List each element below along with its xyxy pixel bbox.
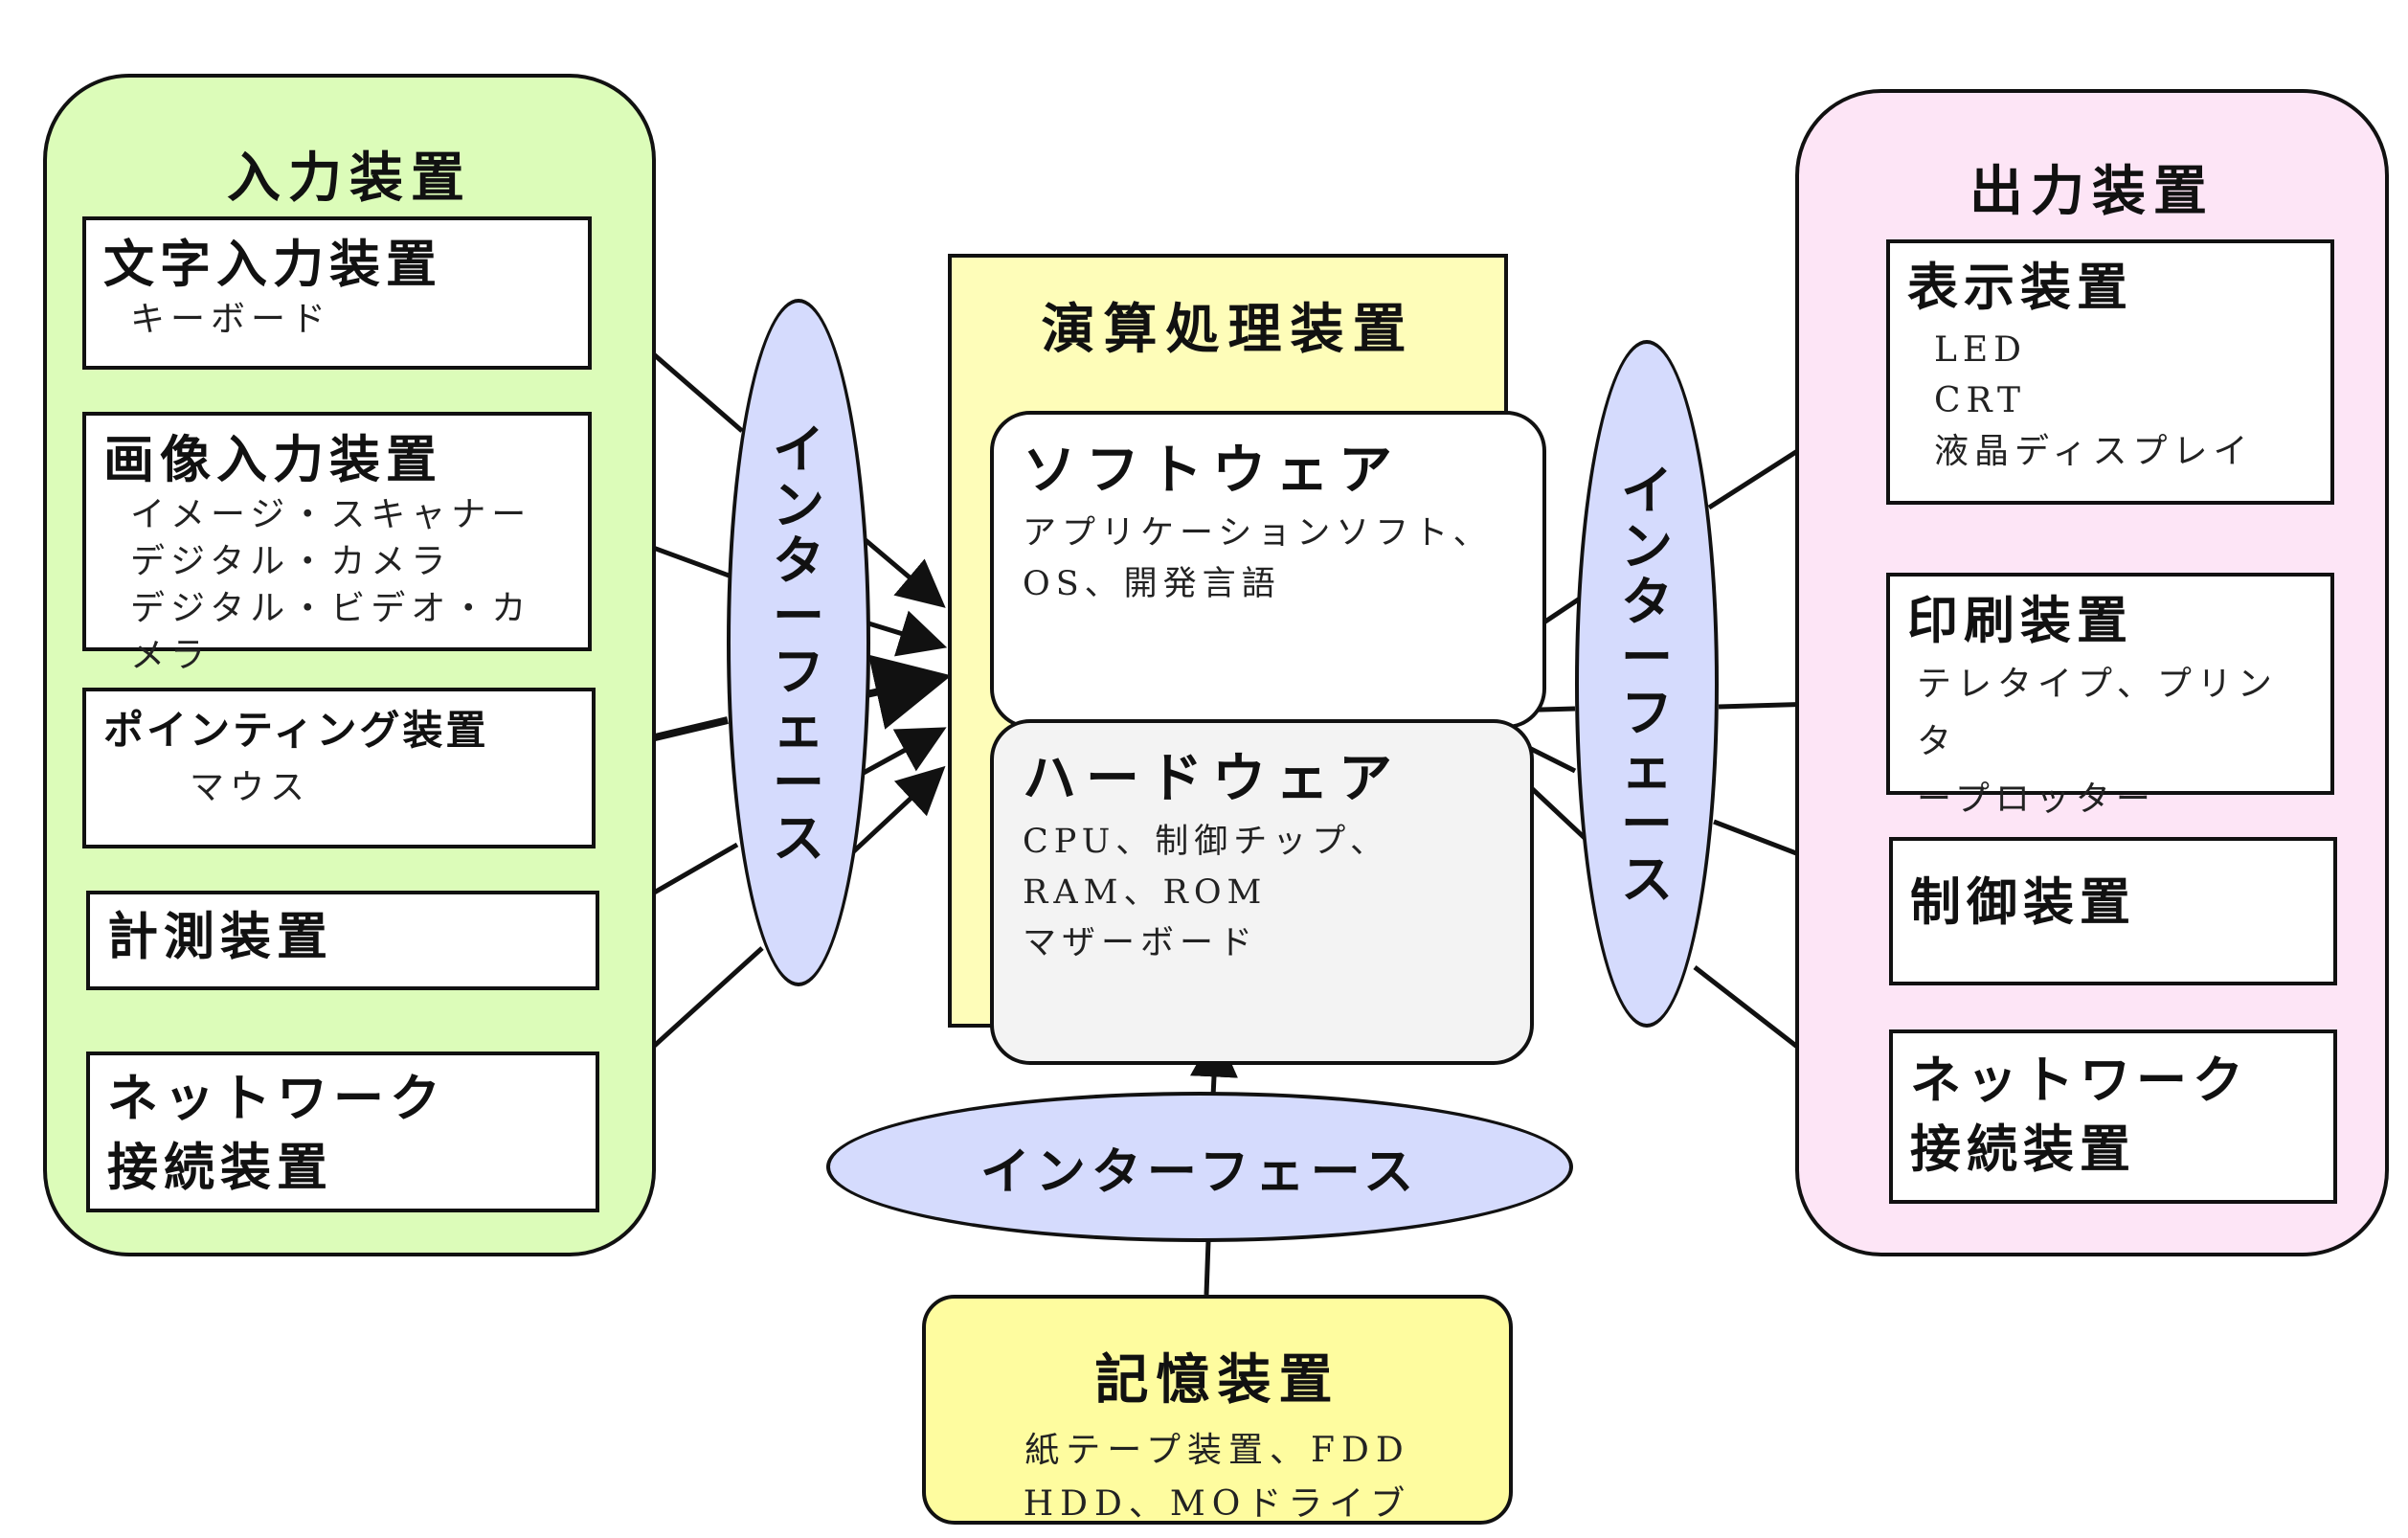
software-lines: アプリケーションソフト、 OS、開発言語 bbox=[1023, 509, 1514, 610]
hardware-title: ハードウェア bbox=[1023, 748, 1402, 810]
connector-memory-to-interface bbox=[1204, 1240, 1211, 1296]
control-device-box: 制御装置 bbox=[1889, 837, 2337, 985]
output-network-title-line1: ネットワーク bbox=[1910, 1052, 2249, 1110]
image-input-title: 画像入力装置 bbox=[103, 431, 442, 489]
software-box: ソフトウェア アプリケーションソフト、 OS、開発言語 bbox=[990, 411, 1546, 729]
output-network-device-box: ネットワーク 接続装置 bbox=[1889, 1029, 2337, 1204]
input-interface-ellipse: イ ン タ ー フ ェ ー ス bbox=[727, 299, 870, 986]
pointing-title: ポインティング装置 bbox=[103, 707, 489, 754]
printing-line: ープロッター bbox=[1917, 779, 2156, 819]
interface-char: フ bbox=[773, 642, 824, 702]
display-lines: LED CRT 液晶ディスプレイ bbox=[1907, 325, 2313, 477]
measuring-device-box: 計測装置 bbox=[86, 891, 599, 990]
output-network-title-line2: 接続装置 bbox=[1910, 1120, 2136, 1179]
interface-char: タ bbox=[773, 531, 824, 591]
display-line: LED bbox=[1934, 329, 2028, 370]
hardware-line: マザーボード bbox=[1023, 923, 1259, 962]
printing-lines: テレタイプ、プリンタ ープロッター bbox=[1907, 656, 2313, 828]
memory-line: 紙テープ装置、FDD bbox=[1024, 1431, 1410, 1470]
memory-device-box: 記憶装置 紙テープ装置、FDD HDD、MOドライブ bbox=[922, 1295, 1513, 1525]
display-title: 表示装置 bbox=[1907, 259, 2133, 317]
output-interface-ellipse: イ ン タ ー フ ェ ー ス bbox=[1575, 340, 1719, 1028]
processing-unit-box: 演算処理装置 ソフトウェア アプリケーションソフト、 OS、開発言語 ハードウェ… bbox=[948, 254, 1546, 1065]
printing-title: 印刷装置 bbox=[1907, 592, 2133, 650]
image-input-device-box: 画像入力装置 イメージ・スキャナー デジタル・カメラ デジタル・ビデオ・カメラ bbox=[82, 412, 592, 675]
display-line: 液晶ディスプレイ bbox=[1934, 431, 2254, 471]
printing-device-box: 印刷装置 テレタイプ、プリンタ ープロッター bbox=[1886, 573, 2334, 819]
hardware-lines: CPU、制御チップ、 RAM、ROM マザーボード bbox=[1023, 817, 1501, 969]
memory-interface-ellipse: インターフェース bbox=[826, 1092, 1573, 1242]
arrow-to-cpu-2 bbox=[865, 610, 948, 657]
interface-char: ー bbox=[1621, 627, 1673, 688]
output-group-title: 出力装置 bbox=[1969, 161, 2215, 223]
pointing-device-box: ポインティング装置 マウス bbox=[82, 688, 596, 848]
memory-title: 記憶装置 bbox=[1094, 1349, 1340, 1412]
interface-char: ェ bbox=[773, 697, 824, 758]
input-group-title: 入力装置 bbox=[227, 147, 472, 210]
interface-char: ー bbox=[1621, 794, 1673, 854]
software-line: OS、開発言語 bbox=[1023, 564, 1281, 603]
image-input-line: イメージ・スキャナー bbox=[130, 494, 532, 534]
hardware-line: RAM、ROM bbox=[1023, 872, 1268, 912]
image-input-line: デジタル・カメラ bbox=[130, 541, 452, 581]
image-input-lines: イメージ・スキャナー デジタル・カメラ デジタル・ビデオ・カメラ bbox=[103, 491, 571, 679]
input-network-device-box: ネットワーク 接続装置 bbox=[86, 1052, 599, 1212]
memory-interface-label: インターフェース bbox=[979, 1143, 1420, 1201]
interface-char: ー bbox=[773, 586, 824, 646]
software-line: アプリケーションソフト、 bbox=[1023, 513, 1493, 553]
software-title: ソフトウェア bbox=[1023, 440, 1402, 502]
text-input-device-box: 文字入力装置 キーボード bbox=[82, 216, 592, 370]
pointing-line: マウス bbox=[190, 767, 311, 807]
interface-char: イ bbox=[773, 419, 824, 480]
interface-char: ェ bbox=[1621, 738, 1673, 799]
text-input-lines: キーボード bbox=[103, 296, 571, 343]
interface-char: タ bbox=[1621, 572, 1673, 632]
arrow-to-cpu-1 bbox=[858, 533, 946, 608]
text-input-line: キーボード bbox=[130, 299, 332, 339]
interface-char: ン bbox=[773, 475, 824, 535]
hardware-line: CPU、制御チップ、 bbox=[1023, 822, 1390, 861]
output-interface-label: イ ン タ ー フ ェ ー ス bbox=[1579, 464, 1715, 908]
display-device-box: 表示装置 LED CRT 液晶ディスプレイ bbox=[1886, 239, 2334, 505]
interface-char: ス bbox=[1621, 849, 1673, 910]
input-network-title-line2: 接続装置 bbox=[107, 1138, 333, 1197]
interface-char: フ bbox=[1621, 683, 1673, 743]
interface-char: ン bbox=[1621, 516, 1673, 577]
input-interface-label: イ ン タ ー フ ェ ー ス bbox=[731, 422, 866, 867]
interface-char: ス bbox=[773, 808, 824, 869]
arrow-to-cpu-5 bbox=[843, 765, 946, 862]
arrow-to-cpu-4 bbox=[860, 727, 947, 777]
processing-unit-title: 演算処理装置 bbox=[1041, 299, 1415, 361]
image-input-line: デジタル・ビデオ・カメラ bbox=[130, 588, 532, 675]
text-input-title: 文字入力装置 bbox=[103, 236, 442, 294]
hardware-box: ハードウェア CPU、制御チップ、 RAM、ROM マザーボード bbox=[990, 719, 1534, 1065]
pointing-lines: マウス bbox=[103, 764, 574, 811]
control-title: 制御装置 bbox=[1910, 873, 2136, 932]
display-line: CRT bbox=[1934, 380, 2027, 420]
memory-line: HDD、MOドライブ bbox=[1023, 1484, 1412, 1524]
interface-char: ー bbox=[773, 753, 824, 813]
memory-lines: 紙テープ装置、FDD HDD、MOドライブ bbox=[926, 1424, 1509, 1531]
interface-char: イ bbox=[1621, 461, 1673, 521]
input-network-title-line1: ネットワーク bbox=[107, 1070, 446, 1128]
printing-line: テレタイプ、プリンタ bbox=[1917, 664, 2278, 761]
arrow-to-cpu-3 bbox=[866, 654, 952, 730]
measuring-title: 計測装置 bbox=[107, 908, 333, 966]
